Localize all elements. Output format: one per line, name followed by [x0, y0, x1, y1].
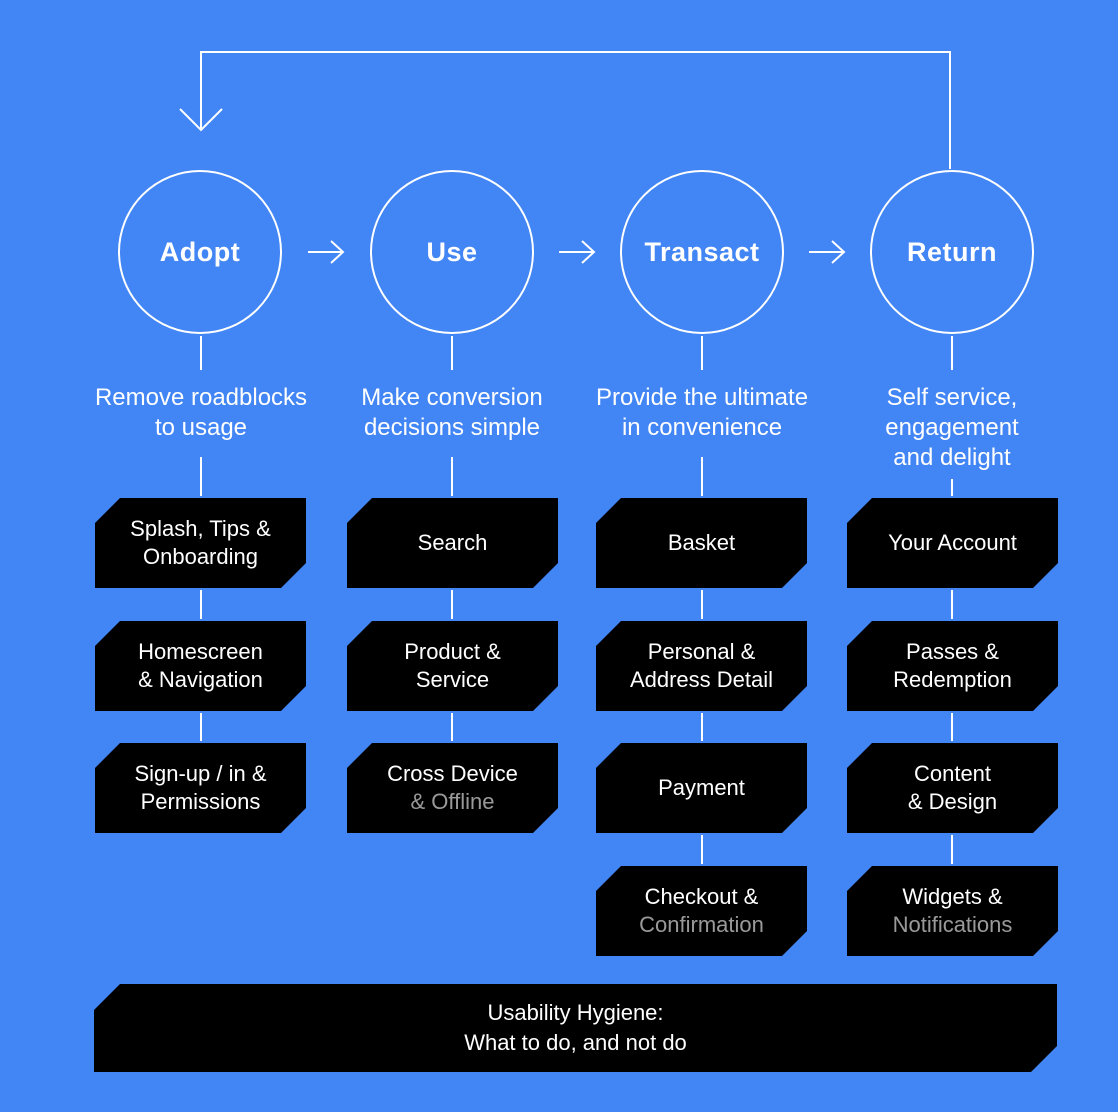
flow-arrow-icon [809, 240, 846, 264]
box-splash-tips-onboarding: Splash, Tips &Onboarding [94, 497, 307, 589]
box-content-design: Content& Design [846, 742, 1059, 834]
stage-label: Transact [644, 236, 760, 267]
flow-arrow-icon [559, 240, 596, 264]
box-signup-permissions: Sign-up / in &Permissions [94, 742, 307, 834]
box-personal-address-detail: Personal &Address Detail [595, 620, 808, 712]
connector-line [200, 336, 953, 864]
stage-label: Use [426, 236, 478, 267]
stage-description-use: Make conversion decisions simple [361, 384, 543, 441]
stage-description-return: Self service, engagement and delight [885, 384, 1019, 471]
box-payment: Payment [595, 742, 808, 834]
box-basket: Basket [595, 497, 808, 589]
stage-label: Return [907, 236, 997, 267]
stage-circle-return: Return [870, 170, 1034, 334]
stage-label: Adopt [159, 236, 241, 267]
box-widgets-notifications: Widgets &Notifications [846, 865, 1059, 957]
box-checkout-confirmation: Checkout &Confirmation [595, 865, 808, 957]
flow-arrow-icon [308, 240, 345, 264]
stage-description-adopt: Remove roadblocks to usage [94, 384, 308, 441]
box-passes-redemption: Passes &Redemption [846, 620, 1059, 712]
box-homescreen-navigation: Homescreen& Navigation [94, 620, 307, 712]
stage-circle-use: Use [370, 170, 534, 334]
loop-arrow-icon [179, 51, 951, 169]
stage-circle-transact: Transact [620, 170, 784, 334]
stage-circle-adopt: Adopt [118, 170, 282, 334]
box-cross-device-offline: Cross Device& Offline [346, 742, 559, 834]
box-search: Search [346, 497, 559, 589]
box-your-account: Your Account [846, 497, 1059, 589]
stage-description-transact: Provide the ultimate in convenience [595, 384, 809, 441]
box-usability-hygiene: Usability Hygiene: What to do, and not d… [93, 983, 1058, 1073]
box-product-service: Product &Service [346, 620, 559, 712]
